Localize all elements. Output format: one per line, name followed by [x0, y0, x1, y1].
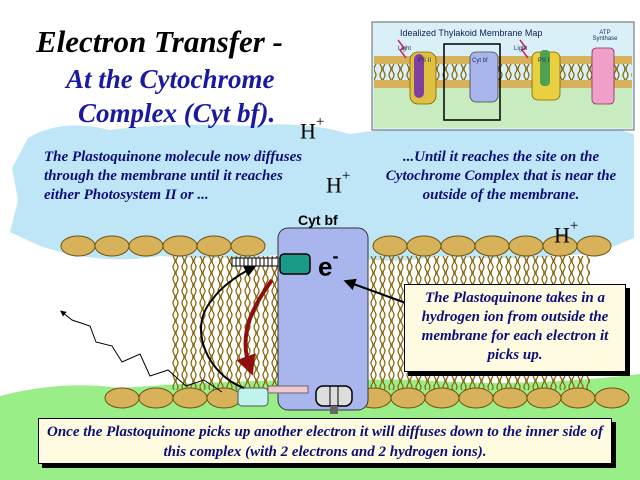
lipid-heads-top — [60, 235, 612, 257]
pointer-arrow — [343, 278, 415, 307]
title-line-2: At the Cytochrome — [66, 64, 275, 94]
cyt-bf-label: Cyt bf — [298, 212, 338, 228]
cyt-bottom-unit — [315, 385, 353, 407]
map-label-light-1: Light — [398, 46, 412, 52]
red-arrow — [236, 278, 274, 376]
membrane-map — [371, 21, 635, 131]
h-ion-2: H+ — [326, 168, 351, 198]
title-line-3: Complex (Cyt bf). — [78, 98, 276, 128]
h-ion-3: H+ — [554, 218, 579, 248]
plastoquinone-head-top — [279, 253, 311, 275]
map-label-light-2: Light — [514, 46, 528, 52]
plastoquinone-head-bottom — [237, 387, 269, 407]
diffusion-squiggle — [60, 310, 223, 393]
h-ion-1: H+ — [300, 114, 325, 144]
map-label-ps1: PS I — [538, 58, 550, 64]
right-description: ...Until it reaches the site on the Cyto… — [385, 149, 617, 203]
plastoquinone-callout: The Plastoquinone takes in a hydrogen io… — [404, 284, 626, 372]
sky-cloud — [10, 118, 634, 261]
map-title: Idealized Thylakoid Membrane Map — [400, 28, 543, 38]
title-line-1: Electron Transfer - — [36, 24, 283, 59]
map-label-atp: ATP Synthase — [592, 30, 618, 42]
plastoquinone-tail-bottom — [267, 385, 309, 394]
left-description: The Plastoquinone molecule now diffuses … — [44, 149, 303, 203]
lipid-heads-bottom — [104, 387, 630, 409]
electron-label: e- — [318, 246, 339, 282]
plastoquinone-tail-top — [231, 257, 279, 267]
map-label-ps2: PS II — [418, 58, 432, 64]
lipid-tails-left — [172, 256, 280, 390]
map-label-cytb: Cyt bf — [472, 58, 488, 64]
bottom-callout: Once the Plastoquinone picks up another … — [38, 418, 612, 464]
black-curved-arrow — [200, 265, 257, 389]
